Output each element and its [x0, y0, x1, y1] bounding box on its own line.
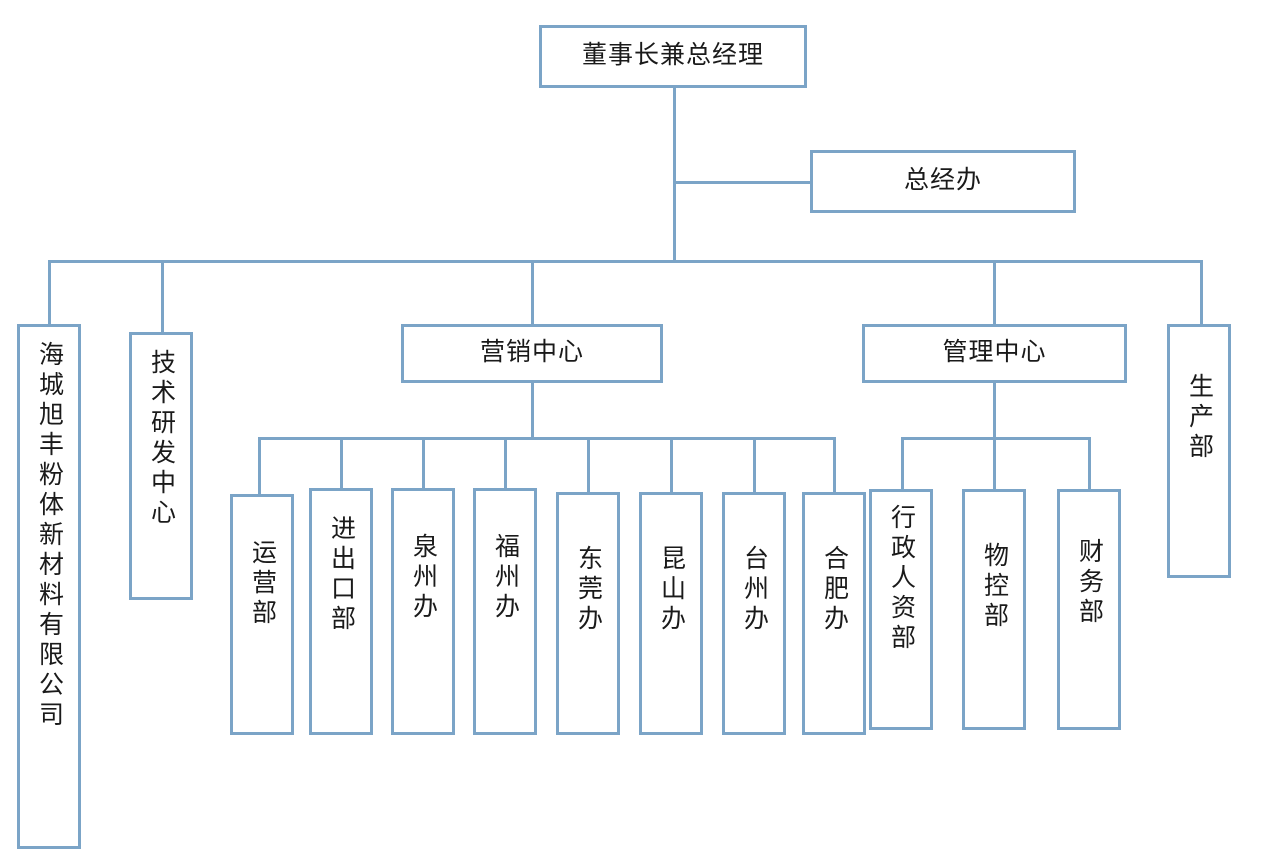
connector-marketing-subbus — [258, 437, 836, 440]
connector-drop-fuzhou — [504, 437, 507, 494]
connector-main-bus — [48, 260, 1203, 263]
node-material-control[interactable]: 物控部 — [962, 489, 1026, 730]
node-management-center-label: 管理中心 — [942, 339, 1047, 367]
node-kunshan-office[interactable]: 昆山办 — [639, 492, 703, 735]
node-gm-office[interactable]: 总经办 — [810, 150, 1076, 213]
node-chairman-label: 董事长兼总经理 — [581, 42, 764, 70]
connector-management-subbus — [901, 437, 1091, 440]
node-fuzhou-office[interactable]: 福州办 — [473, 488, 537, 735]
node-finance-label: 财务部 — [1075, 538, 1103, 628]
node-gm-office-label: 总经办 — [903, 167, 982, 195]
connector-drop-finance — [1088, 437, 1091, 489]
node-operations[interactable]: 运营部 — [230, 494, 294, 735]
node-operations-label: 运营部 — [248, 539, 276, 629]
node-quanzhou-office-label: 泉州办 — [409, 533, 437, 623]
node-taizhou-office-label: 台州办 — [740, 545, 768, 635]
connector-drop-operations — [258, 437, 261, 494]
connector-drop-production — [1200, 260, 1203, 324]
node-dongguan-office[interactable]: 东莞办 — [556, 492, 620, 735]
node-production-dept-label: 生产部 — [1185, 373, 1213, 463]
node-tech-rd-center[interactable]: 技术研发中心 — [129, 332, 193, 600]
node-marketing-center[interactable]: 营销中心 — [401, 324, 663, 383]
connector-marketing-to-subbus — [531, 383, 534, 439]
node-company-label: 海城旭丰粉体新材料有限公司 — [35, 341, 63, 731]
connector-drop-taizhou — [753, 437, 756, 494]
connector-chairman-trunk — [673, 88, 676, 263]
node-management-center[interactable]: 管理中心 — [862, 324, 1127, 383]
node-admin-hr[interactable]: 行政人资部 — [869, 489, 933, 730]
node-import-export[interactable]: 进出口部 — [309, 488, 373, 735]
connector-drop-import-export — [340, 437, 343, 494]
node-kunshan-office-label: 昆山办 — [657, 545, 685, 635]
connector-drop-dongguan — [587, 437, 590, 494]
node-chairman[interactable]: 董事长兼总经理 — [539, 25, 807, 88]
node-production-dept[interactable]: 生产部 — [1167, 324, 1231, 578]
connector-drop-quanzhou — [422, 437, 425, 494]
node-hefei-office[interactable]: 合肥办 — [802, 492, 866, 735]
connector-management-to-subbus — [993, 383, 996, 439]
connector-drop-company — [48, 260, 51, 324]
connector-drop-marketing — [531, 260, 534, 324]
connector-drop-admin-hr — [901, 437, 904, 489]
connector-drop-tech-rd — [161, 260, 164, 332]
node-import-export-label: 进出口部 — [327, 515, 355, 635]
connector-gm-office-branch — [673, 181, 812, 184]
node-admin-hr-label: 行政人资部 — [887, 504, 915, 654]
node-quanzhou-office[interactable]: 泉州办 — [391, 488, 455, 735]
connector-drop-management — [993, 260, 996, 324]
node-finance[interactable]: 财务部 — [1057, 489, 1121, 730]
node-hefei-office-label: 合肥办 — [820, 545, 848, 635]
node-taizhou-office[interactable]: 台州办 — [722, 492, 786, 735]
node-material-control-label: 物控部 — [980, 542, 1008, 632]
node-fuzhou-office-label: 福州办 — [491, 533, 519, 623]
connector-drop-kunshan — [670, 437, 673, 494]
node-company[interactable]: 海城旭丰粉体新材料有限公司 — [17, 324, 81, 849]
node-tech-rd-center-label: 技术研发中心 — [147, 349, 175, 529]
connector-drop-material-control — [993, 437, 996, 489]
node-dongguan-office-label: 东莞办 — [574, 545, 602, 635]
node-marketing-center-label: 营销中心 — [479, 339, 584, 367]
connector-drop-hefei — [833, 437, 836, 494]
